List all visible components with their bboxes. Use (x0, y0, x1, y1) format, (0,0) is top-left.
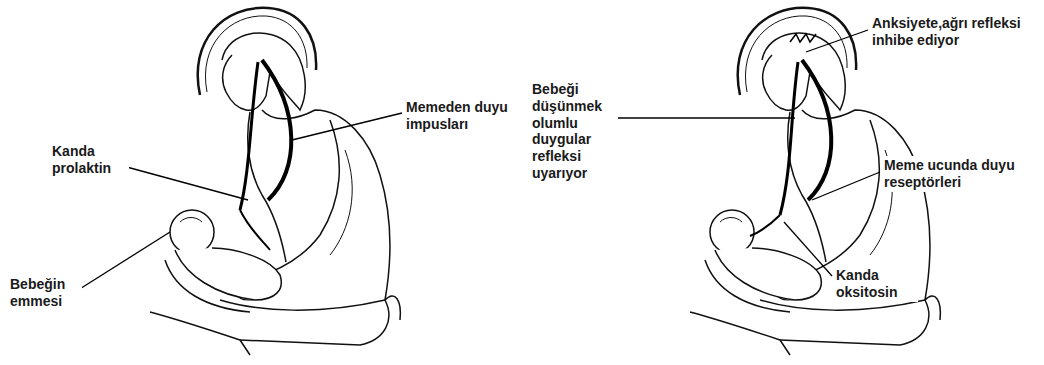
leader-lines (75, 30, 880, 292)
nerve-pathway (802, 60, 831, 200)
hormone-pathway (240, 210, 270, 250)
sensory-impulse-label: Memeden duyu impusları (404, 98, 518, 134)
receptor-label: Meme ucunda duyu reseptörleri (882, 156, 1036, 192)
stimulation-label: Bebeği düşünmek olumlu duygular refleksi… (530, 80, 618, 183)
prolactin-label: Kanda prolaktin (50, 142, 129, 178)
suckling-label: Bebeğin emmesi (8, 275, 82, 311)
inhibition-label: Anksiyete,ağrı refleksi inhibe ediyor (870, 14, 1039, 50)
mother-figure-left (150, 8, 400, 355)
nerve-pathway (262, 60, 291, 200)
oxytocin-label: Kanda oksitosin (834, 266, 918, 302)
hormone-pathway (750, 215, 780, 236)
hormone-pathway (240, 62, 258, 210)
inhibition-mark (790, 34, 816, 42)
hormone-pathway (780, 62, 798, 215)
